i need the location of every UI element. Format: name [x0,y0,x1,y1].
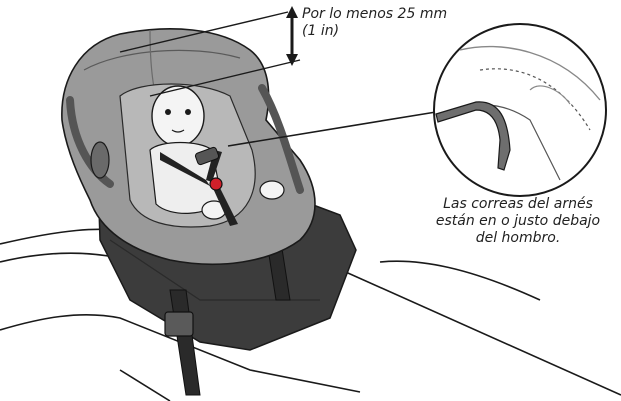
shoulder-detail-callout [433,23,607,197]
callout-leader-line [227,111,437,147]
clearance-caption: Por lo menos 25 mm (1 in) [302,6,447,40]
vehicle-seat [0,228,621,401]
buckle-release-button [209,177,223,191]
clearance-caption-line2: (1 in) [302,23,340,39]
harness-caption-line1: Las correas del arnés [443,196,593,212]
harness-caption-line2: están en o justo debajo [435,213,601,229]
harness-caption: Las correas del arnés están en o justo d… [420,196,616,247]
vehicle-seat-belt [164,209,291,396]
clearance-caption-line1: Por lo menos 25 mm [302,6,448,22]
clearance-indicator [119,6,301,97]
harness-caption-line3: del hombro. [475,230,561,246]
harness [160,146,238,226]
